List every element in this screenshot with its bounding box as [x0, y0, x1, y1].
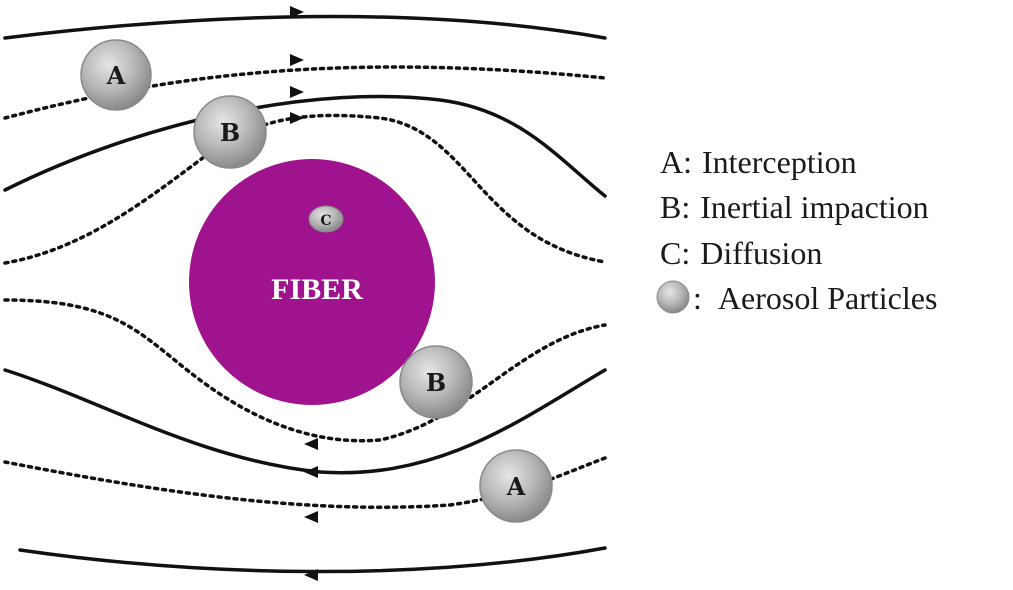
- streamline-dotted-1: [3, 65, 607, 120]
- arrow-right-icon: [290, 112, 304, 124]
- legend: A:Interception B:Inertial impaction C:Di…: [656, 144, 937, 316]
- particle-a-top: A: [80, 39, 152, 111]
- svg-text::Aerosol Particles: : Aerosol Particles: [693, 280, 937, 316]
- streamline-solid-2: [3, 94, 607, 198]
- svg-text:A:Interception: A: Interception: [660, 144, 857, 180]
- particle-label: B: [220, 118, 240, 147]
- arrow-left-icon: [304, 466, 318, 478]
- legend-text: Inertial impaction: [700, 189, 928, 225]
- particle-label: A: [106, 61, 126, 90]
- arrow-left-icon: [304, 438, 318, 450]
- particle-label: B: [426, 368, 446, 397]
- fiber-circle: [189, 159, 435, 405]
- legend-item-diffusion: C: Diffusion: [660, 235, 822, 271]
- arrow-right-icon: [290, 86, 304, 98]
- legend-sep: :: [683, 144, 692, 180]
- legend-sep: :: [693, 280, 702, 316]
- particle-label: C: [320, 213, 331, 229]
- particle-b-bottom: B: [399, 345, 473, 419]
- arrow-right-icon: [290, 6, 304, 18]
- particles: A B C B A: [80, 39, 553, 523]
- arrow-left-icon: [304, 569, 318, 581]
- legend-sep: :: [681, 235, 690, 271]
- legend-key: B: [660, 189, 681, 225]
- streamline-dotted-3: [3, 298, 607, 443]
- legend-key: A: [660, 144, 683, 180]
- arrow-left-icon: [304, 511, 318, 523]
- svg-text:B:Inertial impaction: B: Inertial impaction: [660, 189, 929, 225]
- streamlines: [3, 6, 607, 581]
- legend-text: Aerosol Particles: [718, 280, 938, 316]
- particle-b-top: B: [193, 95, 267, 169]
- flow-arrows: [290, 6, 318, 581]
- streamline-solid-3: [3, 368, 607, 475]
- legend-text: Interception: [702, 144, 857, 180]
- fiber: FIBER: [189, 159, 435, 405]
- fiber-label: FIBER: [271, 273, 363, 306]
- legend-sep: :: [681, 189, 690, 225]
- particle-label: A: [506, 472, 526, 501]
- legend-item-interception: A: Interception: [660, 144, 857, 180]
- svg-text:C:Diffusion: C: Diffusion: [660, 235, 822, 271]
- legend-text: Diffusion: [700, 235, 822, 271]
- legend-key: C: [660, 235, 681, 271]
- legend-item-aerosol-particles: : Aerosol Particles: [656, 280, 937, 316]
- legend-item-inertial-impaction: B: Inertial impaction: [660, 189, 929, 225]
- aerosol-particle-icon: [656, 280, 690, 314]
- streamline-solid-1: [3, 14, 607, 40]
- streamline-solid-4: [18, 546, 607, 574]
- streamline-dotted-4: [3, 456, 607, 509]
- particle-a-bottom: A: [479, 449, 553, 523]
- particle-c-center: C: [308, 205, 344, 233]
- arrow-right-icon: [290, 54, 304, 66]
